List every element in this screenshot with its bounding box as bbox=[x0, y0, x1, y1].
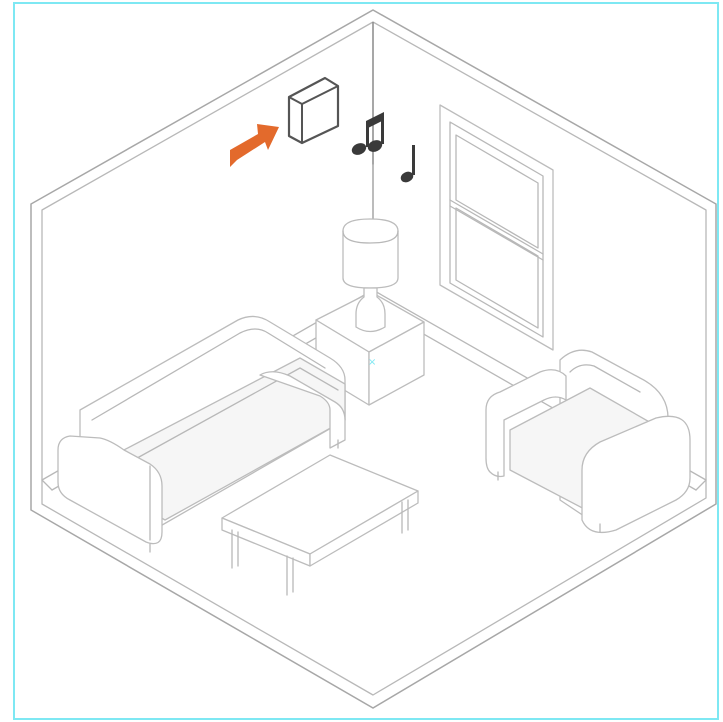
cursor-marker: × bbox=[368, 357, 376, 368]
